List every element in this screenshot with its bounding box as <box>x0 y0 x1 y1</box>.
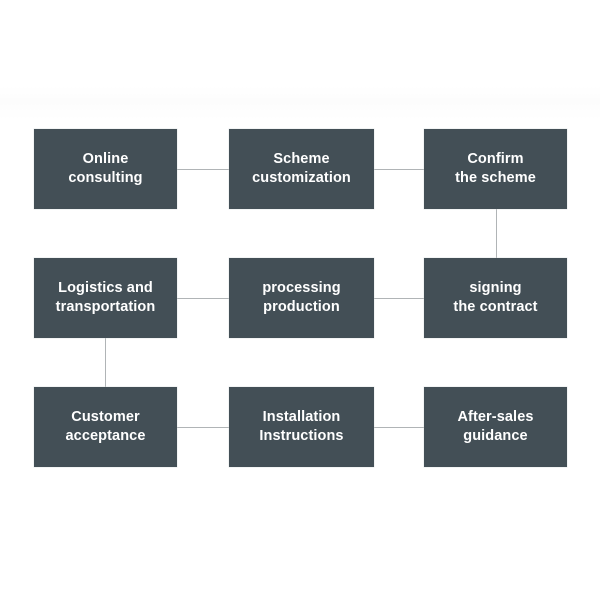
node-processing-production-label: processing production <box>262 279 341 315</box>
node-logistics-and-transportation[interactable]: Logistics and transportation <box>34 258 177 338</box>
background-wash <box>0 86 600 120</box>
node-processing-production[interactable]: processing production <box>229 258 374 338</box>
node-online-consulting-label: Online consulting <box>68 150 143 186</box>
connector-processing-production-to-logistics-and-transportation <box>177 298 229 299</box>
connector-installation-instructions-to-after-sales-guidance <box>374 427 424 428</box>
node-after-sales-guidance[interactable]: After-sales guidance <box>424 387 567 467</box>
node-signing-the-contract[interactable]: signing the contract <box>424 258 567 338</box>
node-installation-instructions[interactable]: Installation Instructions <box>229 387 374 467</box>
connector-confirm-the-scheme-to-signing-the-contract <box>496 209 497 258</box>
connector-online-consulting-to-scheme-customization <box>177 169 229 170</box>
node-logistics-and-transportation-label: Logistics and transportation <box>55 279 156 315</box>
node-scheme-customization[interactable]: Scheme customization <box>229 129 374 209</box>
connector-signing-the-contract-to-processing-production <box>374 298 424 299</box>
node-signing-the-contract-label: signing the contract <box>453 279 538 315</box>
node-online-consulting[interactable]: Online consulting <box>34 129 177 209</box>
node-confirm-the-scheme-label: Confirm the scheme <box>455 150 536 186</box>
connector-scheme-customization-to-confirm-the-scheme <box>374 169 424 170</box>
connector-customer-acceptance-to-installation-instructions <box>177 427 229 428</box>
node-after-sales-guidance-label: After-sales guidance <box>457 408 534 444</box>
node-confirm-the-scheme[interactable]: Confirm the scheme <box>424 129 567 209</box>
node-customer-acceptance[interactable]: Customer acceptance <box>34 387 177 467</box>
connector-logistics-and-transportation-to-customer-acceptance <box>105 338 106 387</box>
node-installation-instructions-label: Installation Instructions <box>259 408 344 444</box>
node-scheme-customization-label: Scheme customization <box>252 150 351 186</box>
node-customer-acceptance-label: Customer acceptance <box>65 408 146 444</box>
